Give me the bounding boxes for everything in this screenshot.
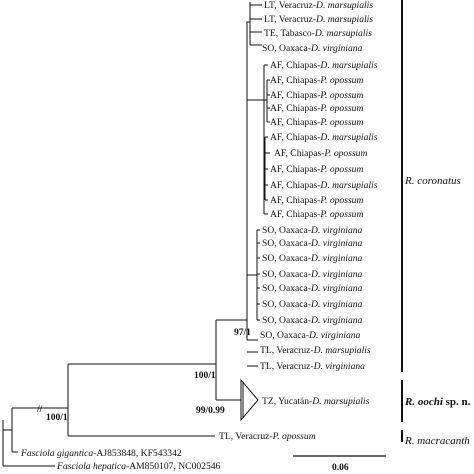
outgroup-label: Fasciola gigantica-AJ853848, KF543342 [20,448,182,459]
branch [11,408,18,453]
clade-label-oochi: R. oochi sp. n. [404,396,471,408]
tip-label: SO, Oaxaca-D. virginiana [262,43,363,54]
tip-label: AF, Chiapas-P. opossum [270,90,363,101]
branch [256,229,260,321]
clade-label-coronatus: R. coronatus [404,175,461,187]
branch [215,319,247,400]
branch-break-mark: // [36,405,43,415]
branch [2,420,55,467]
tip-label: AF, Chiapas-D. marsupialis [270,60,378,71]
clade-label-macracantha: R. macracanth [404,435,470,447]
tip-label: AF, Chiapas-P. opossum [270,164,363,175]
branch [263,64,268,215]
support-root: 100/1 [46,413,68,423]
tip-label: SO, Oaxaca-D. virginiana [260,330,361,341]
scale-bar: 0.06 [293,455,386,473]
tip-label: AF, Chiapas-P. opossum [270,75,363,86]
tip-label: SO, Oaxaca-D. virginiana [262,269,363,280]
support-genus: 100/1 [194,371,216,381]
tip-label: SO, Oaxaca-D. virginiana [262,283,363,294]
tip-label: AF, Chiapas-P. opossum [270,195,363,206]
tip-label: TL, Veracruz-D. virginiana [260,361,365,372]
tip-label: SO, Oaxaca-D. virginiana [262,299,363,310]
tip-label: AF, Chiapas-D. marsupialis [270,132,378,143]
scale-bar-label: 0.06 [332,463,349,473]
tip-label: LT, Veracruz-D. marsupialis [264,14,373,25]
tip-label: SO, Oaxaca-D. virginiana [262,225,363,236]
branch [246,21,250,100]
tip-label: TL, Veracruz-D. marsupialis [260,345,371,356]
tip-label: SO, Oaxaca-D. virginiana [262,238,363,249]
clade-labels: R. coronatus R. oochi sp. n. R. macracan… [404,175,471,447]
support-values: 97/1 100/1 99/0.99 100/1 // [36,328,251,423]
tip-label: AF, Chiapas-D. marsupialis [270,180,378,191]
tip-label: AF, Chiapas-P. opossum [270,209,363,220]
branch [266,79,270,123]
collapsed-clade-triangle [240,378,259,422]
branch [67,363,216,436]
branch [249,2,262,46]
tip-labels: LT, Veracruz-D. marsupialis LT, Veracruz… [20,0,378,472]
support-oochi: 99/0.99 [196,406,225,416]
tip-label: AF, Chiapas-P. opossum [270,117,363,128]
tip-label: SO, Oaxaca-D. virginiana [262,315,363,326]
support-coronatus: 97/1 [234,328,251,338]
tip-label: LT, Veracruz-D. marsupialis [264,0,373,11]
tip-label: AF, Chiapas-P. opossum [270,103,363,114]
tip-label: TE, Tabasco-D. marsupialis [264,28,372,39]
outgroup-label: Fasciola hepatica-AM850107, NC002546 [56,461,221,472]
tip-label-macracantha: TL, Veracruz-P. opossum [219,431,316,442]
tip-label-oochi: TZ, Yucatán-D. marsupialis [262,396,370,407]
tip-label: AF, Chiapas-P. opossum [274,148,367,159]
tree-branches [2,2,270,467]
tip-label: SO, Oaxaca-D. virginiana [262,253,363,264]
